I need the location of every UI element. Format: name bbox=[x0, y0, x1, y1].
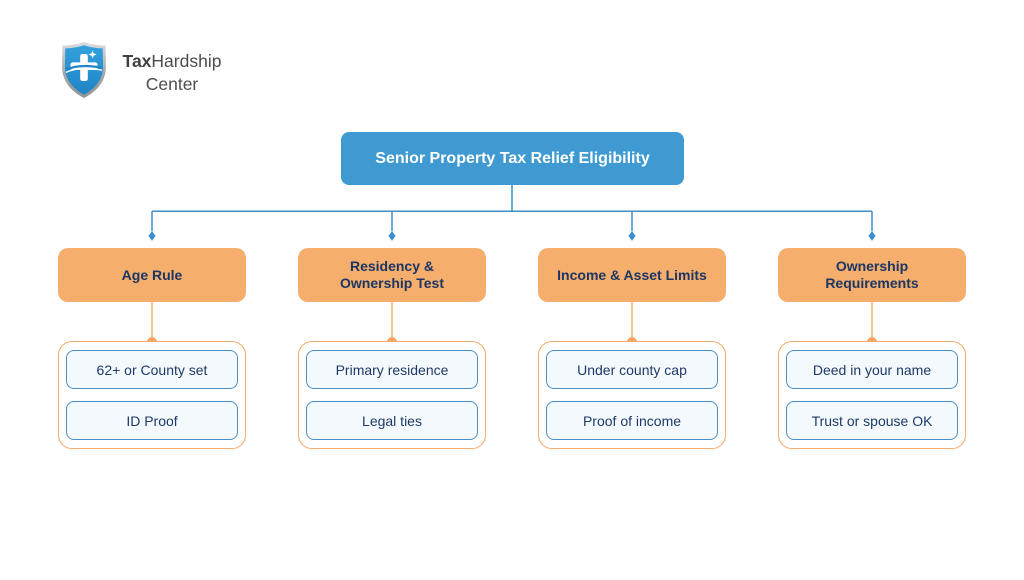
root-node-label: Senior Property Tax Relief Eligibility bbox=[375, 149, 650, 167]
item-label: 62+ or County set bbox=[96, 361, 208, 378]
item-label: Under county cap bbox=[577, 361, 687, 378]
brand-name: TaxHardship Center bbox=[114, 50, 230, 96]
root-node: Senior Property Tax Relief Eligibility bbox=[341, 132, 684, 185]
diamond-arrow-icon bbox=[628, 231, 636, 241]
item-box: ID Proof bbox=[66, 401, 238, 440]
brand-name-regular: Hardship bbox=[151, 51, 222, 71]
branch-node-income-asset-limits: Income & Asset Limits bbox=[538, 248, 726, 302]
brand-name-line2: Center bbox=[145, 74, 199, 94]
orange-connector-group bbox=[147, 302, 877, 347]
item-box: Legal ties bbox=[306, 401, 478, 440]
branch-label: Age Rule bbox=[121, 266, 183, 283]
item-label: ID Proof bbox=[126, 412, 178, 429]
swoosh-line bbox=[65, 64, 103, 71]
item-label: Primary residence bbox=[335, 361, 449, 378]
item-label: Proof of income bbox=[582, 412, 682, 429]
item-box: Under county cap bbox=[546, 350, 718, 389]
item-label: Trust or spouse OK bbox=[811, 412, 933, 429]
item-box: Deed in your name bbox=[786, 350, 958, 389]
blue-connector-group bbox=[148, 185, 876, 241]
item-label: Deed in your name bbox=[812, 361, 932, 378]
item-label: Legal ties bbox=[362, 412, 422, 429]
diamond-arrow-icon bbox=[868, 231, 876, 241]
star-icon bbox=[88, 50, 97, 59]
branch-node-ownership-requirements: Ownership Requirements bbox=[778, 248, 966, 302]
item-box: Trust or spouse OK bbox=[786, 401, 958, 440]
cluster-residency-ownership-test: Primary residence Legal ties bbox=[298, 341, 486, 449]
cluster-age-rule: 62+ or County set ID Proof bbox=[58, 341, 246, 449]
branch-node-residency-ownership-test: Residency & Ownership Test bbox=[298, 248, 486, 302]
swoosh-line bbox=[65, 67, 103, 74]
item-box: 62+ or County set bbox=[66, 350, 238, 389]
shield-logo-icon bbox=[61, 42, 107, 98]
branch-node-age-rule: Age Rule bbox=[58, 248, 246, 302]
diamond-arrow-icon bbox=[148, 231, 156, 241]
cluster-income-asset-limits: Under county cap Proof of income bbox=[538, 341, 726, 449]
brand-name-line1: TaxHardship bbox=[114, 50, 230, 73]
brand-name-bold: Tax bbox=[122, 51, 152, 71]
branch-label: Ownership Requirements bbox=[825, 258, 919, 291]
item-box: Primary residence bbox=[306, 350, 478, 389]
branch-label: Income & Asset Limits bbox=[557, 266, 707, 283]
cluster-ownership-requirements: Deed in your name Trust or spouse OK bbox=[778, 341, 966, 449]
branch-label: Residency & Ownership Test bbox=[340, 258, 444, 291]
diamond-arrow-icon bbox=[388, 231, 396, 241]
item-box: Proof of income bbox=[546, 401, 718, 440]
